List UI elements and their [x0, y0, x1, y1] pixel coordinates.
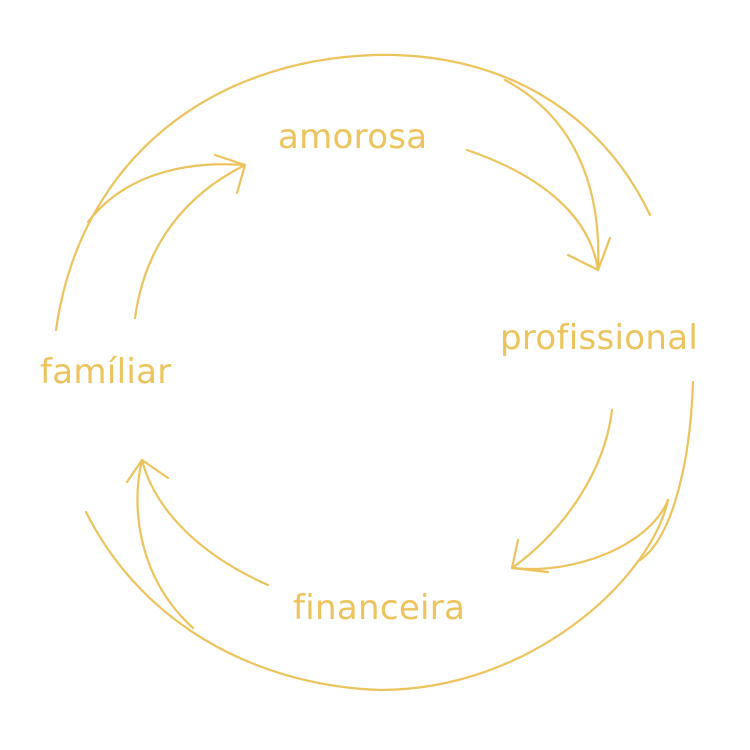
- arrow-familiar-swoosh: [86, 163, 247, 224]
- outer-ring-lower-arc: [84, 498, 670, 692]
- arrow-amorosa-to-profissional: [465, 148, 600, 272]
- outer-ring-upper-arc: [54, 53, 652, 332]
- node-label-financeira: financeira: [293, 588, 466, 628]
- arrowhead-financeira: [510, 538, 550, 574]
- arrow-profissional-swoosh: [510, 498, 670, 571]
- node-label-amorosa: amorosa: [278, 117, 428, 157]
- arrow-financeira-to-familiar: [140, 458, 270, 587]
- node-label-familiar: famíliar: [40, 352, 172, 392]
- arrow-profissional-to-financeira: [510, 408, 614, 570]
- arrow-amorosa-swoosh: [503, 78, 600, 272]
- outer-ring-right-arc: [638, 380, 695, 562]
- node-label-profissional: profissional: [500, 318, 699, 358]
- arrow-financeira-swoosh: [136, 458, 195, 630]
- arrow-familiar-to-amorosa: [133, 163, 247, 320]
